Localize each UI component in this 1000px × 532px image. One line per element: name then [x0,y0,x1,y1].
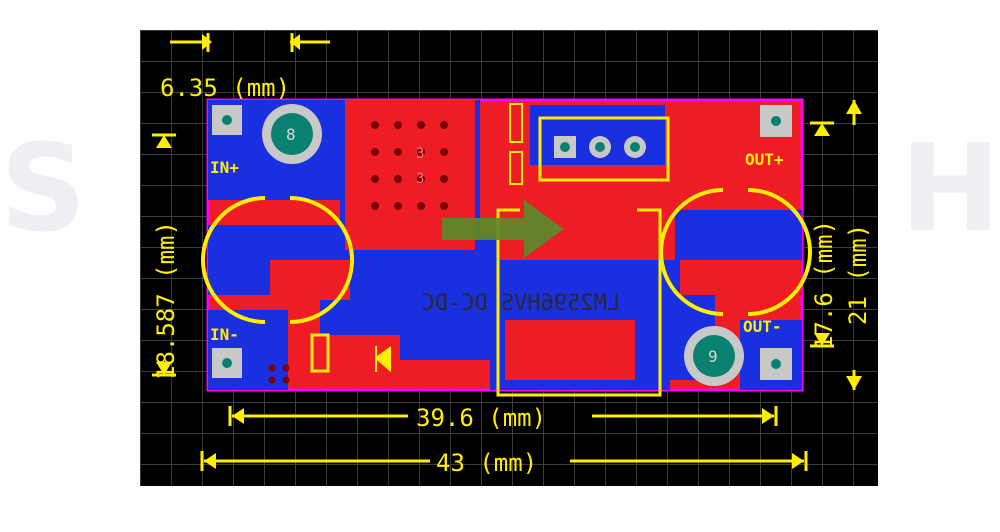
dim-inner-width: 39.6 (mm) [416,404,546,432]
resistor-r1 [509,103,523,143]
chip-label: LM2596HVS DC-DC [421,291,620,316]
label-out-plus: OUT+ [745,150,784,169]
output-connector [538,116,670,182]
dim-hole-offset-arrows [170,33,330,52]
watermark-right: H [900,120,1000,259]
label-out-minus: OUT- [743,317,782,336]
dim-inner-height: 17.6 (mm) [810,220,838,350]
pad-label-a: 3 [416,146,424,162]
corner-pads [212,105,792,380]
dim-outer-width: 43 (mm) [436,449,537,477]
via-cluster [268,364,290,384]
inductor-outline [496,208,662,397]
hole-label-8: 8 [286,125,296,144]
pad-label-b: 3 [416,171,424,187]
resistor-r2 [509,151,523,185]
mount-hole-8 [262,104,322,164]
diode-symbol [374,346,391,373]
label-in-minus: IN- [210,325,239,344]
mount-hole-9 [684,326,744,386]
pad-array [371,121,448,210]
dim-outer-height-line [846,100,862,390]
pcb-canvas: 3 3 8 9 [140,30,878,486]
dim-inner-height-line [810,121,834,348]
watermark-left: S [0,120,87,259]
capacitor-small [310,333,330,373]
pcb-drawing: 3 3 8 9 [152,33,872,477]
dim-inner-width-line [228,406,778,426]
dim-left-height-line [152,133,176,377]
dim-hole-offset: 6.35 (mm) [160,74,290,102]
dim-outer-width-line [200,451,808,471]
dim-left-height: 18.587 (mm) [152,221,180,380]
capacitor-left [201,196,354,324]
direction-arrow [442,200,564,258]
dim-outer-height: 21 (mm) [844,224,872,325]
red-copper [270,100,802,380]
label-in-plus: IN+ [210,158,239,177]
hole-label-9: 9 [708,347,718,366]
